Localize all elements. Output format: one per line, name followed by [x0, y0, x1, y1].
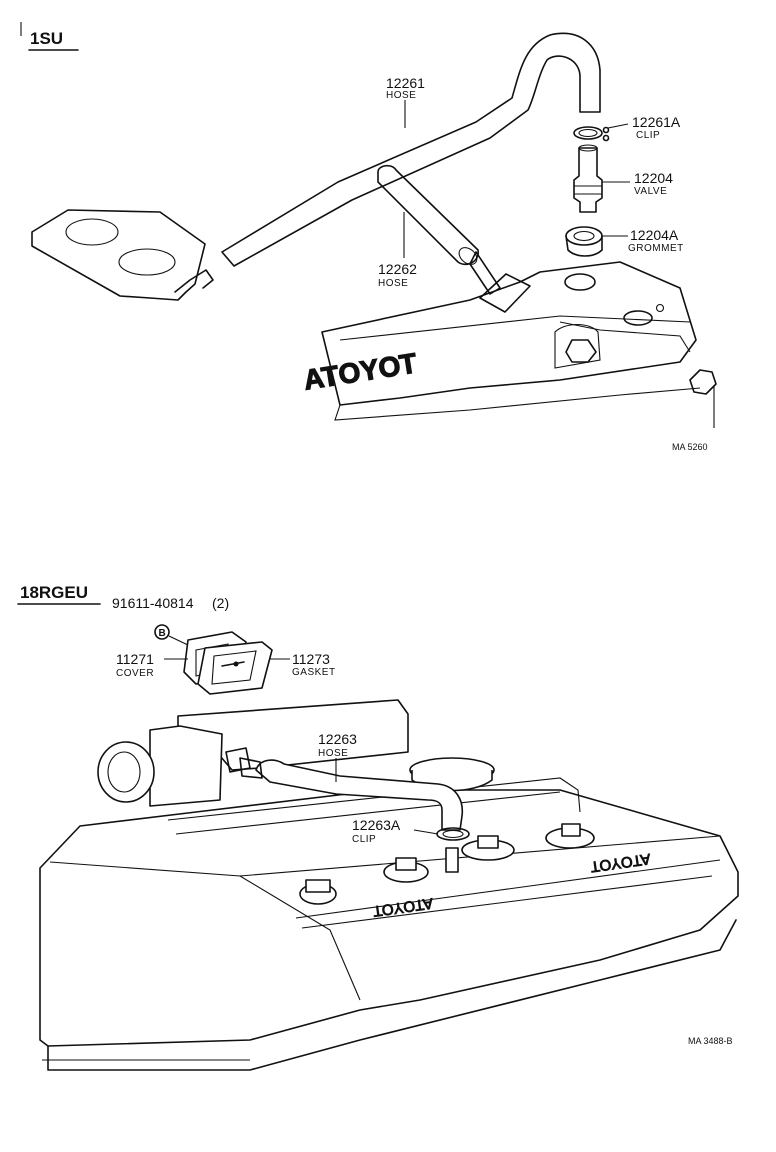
clip-12261a-drawing: [573, 126, 610, 142]
hose-12262-drawing: [377, 164, 479, 266]
label-11273-number: 11273: [292, 651, 330, 667]
label-12261a-number: 12261A: [632, 114, 681, 130]
air-chamber: [97, 699, 409, 807]
grommet-12204a-drawing: [565, 226, 603, 257]
carburetor-flange: [31, 209, 214, 301]
cylinder-head-cover-18rgeu: TOYOTA TOYOTA: [39, 757, 739, 1071]
valve-12204-drawing: [573, 144, 603, 213]
section-title-18rgeu: 18RGEU: [20, 583, 88, 602]
section-18rgeu: 18RGEU 91611-40814 (2) B 11271 COVER 112…: [17, 583, 739, 1071]
label-11271-name: COVER: [116, 668, 154, 679]
label-12263-name: HOSE: [318, 748, 348, 759]
label-12262-name: HOSE: [378, 278, 408, 289]
hose-12261-drawing: [221, 32, 601, 267]
label-91611-qty: (2): [212, 595, 229, 611]
label-12263a-name: CLIP: [352, 834, 376, 845]
label-11273-name: GASKET: [292, 667, 336, 678]
label-12261-number: 12261: [386, 75, 425, 91]
cylinder-head-cover-1su: TOYOTA: [301, 251, 717, 428]
label-12204a-name: GROMMET: [628, 243, 684, 254]
label-91611-number: 91611-40814: [112, 595, 194, 611]
section-title-1su: 1SU: [30, 29, 63, 48]
diagram-ref-1su: MA 5260: [672, 442, 708, 452]
label-12263a-number: 12263A: [352, 817, 401, 833]
section-1su: 1SU: [20, 22, 717, 452]
label-12261a-name: CLIP: [636, 130, 660, 141]
bolt-b-symbol-circle: [154, 624, 170, 640]
label-12261-name: HOSE: [386, 90, 416, 101]
bolt-b-symbol: B: [159, 628, 166, 639]
gasket-11273-drawing: [197, 641, 273, 695]
leaders-1su: [403, 100, 630, 258]
label-12204-number: 12204: [634, 170, 673, 186]
label-11271-number: 11271: [116, 651, 154, 667]
hose-12263-drawing: [239, 757, 464, 831]
label-12263-number: 12263: [318, 731, 357, 747]
diagram-ref-18rgeu: MA 3488-B: [688, 1036, 733, 1046]
label-12204a-number: 12204A: [630, 227, 679, 243]
label-12262-number: 12262: [378, 261, 417, 277]
label-12204-name: VALVE: [634, 186, 667, 197]
